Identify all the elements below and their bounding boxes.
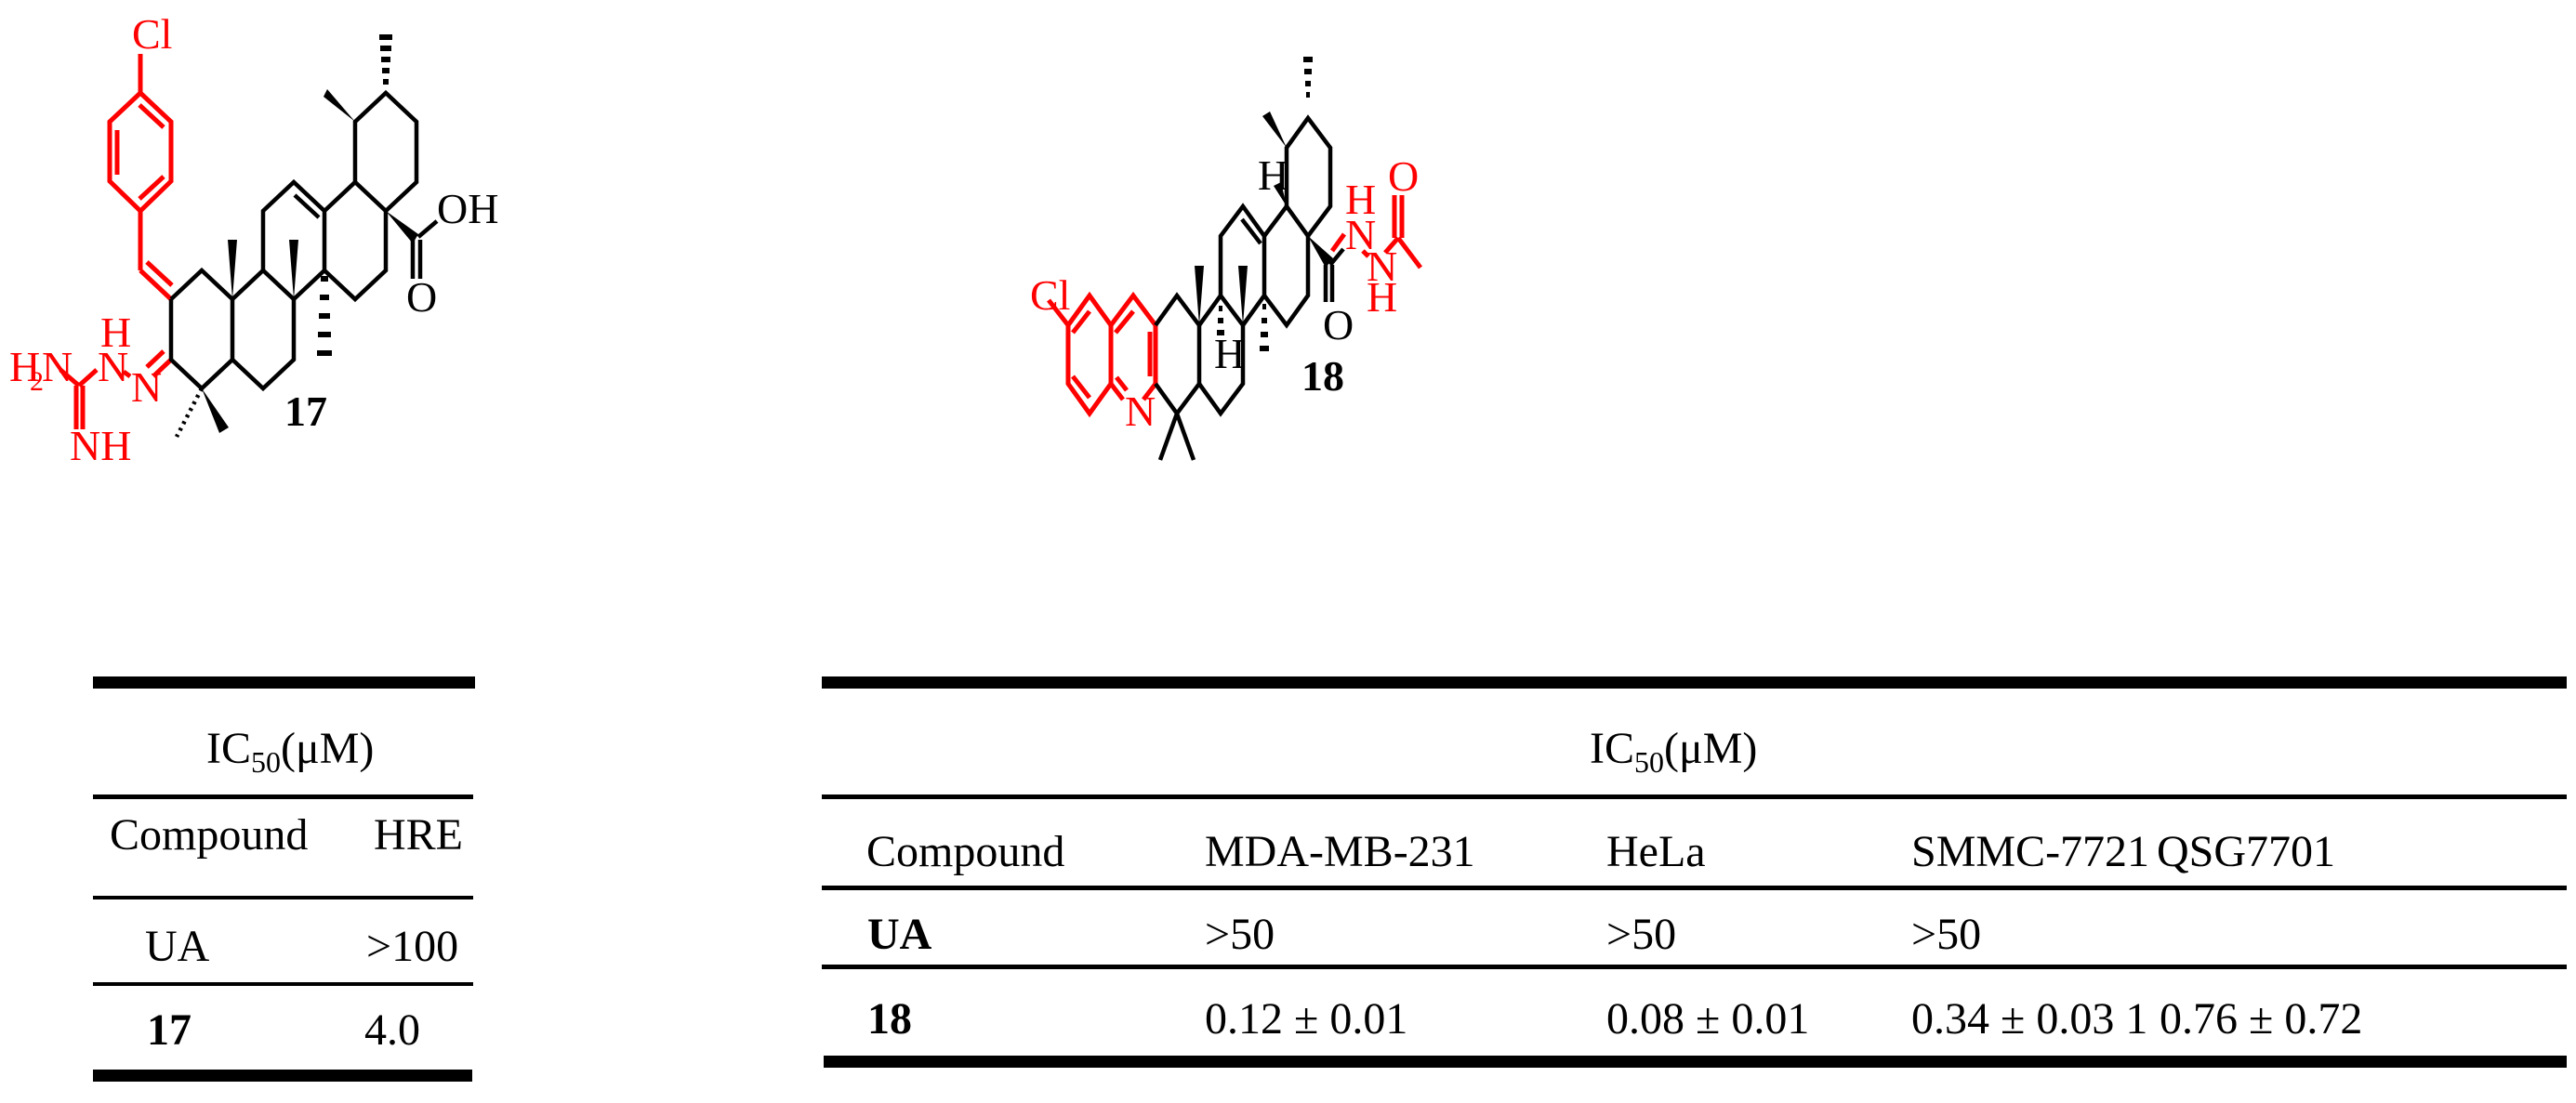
row-17-compound: 17 xyxy=(147,1005,192,1055)
hydrazide-n2-label: N xyxy=(1367,243,1397,290)
row-ua-compound: UA xyxy=(867,910,932,959)
compound-18-hashes xyxy=(1217,57,1313,351)
row-ua-hre: >100 xyxy=(366,922,459,971)
hydrazide-h2-label: H xyxy=(1367,273,1397,321)
table-bottom-rule xyxy=(824,1056,2567,1068)
compound-18-red-labels: Cl N H N N H O xyxy=(1030,152,1419,435)
row-ua-hela: >50 xyxy=(1606,910,1677,959)
nitrogen-label-17a: N xyxy=(98,343,128,390)
hydroxyl-label: OH xyxy=(437,185,498,232)
row-divider xyxy=(822,965,2567,969)
compound-18-red-quinoline xyxy=(1047,195,1422,418)
row-divider xyxy=(822,886,2567,890)
compound-17-black-labels: OH O 17 xyxy=(284,185,498,435)
compound-17-skeleton xyxy=(168,89,439,439)
compound-18-skeleton xyxy=(1154,114,1345,461)
amine-h-label: H xyxy=(9,343,40,390)
hydrogen-label-17: H xyxy=(100,309,131,356)
header-rule xyxy=(822,794,2567,799)
table-bottom-rule xyxy=(93,1070,472,1082)
column-header-mda-mb-231: MDA-MB-231 xyxy=(1205,827,1475,876)
chemical-structures: Cl H H 2 N N N NH xyxy=(9,10,1422,469)
row-18-hela: 0.08 ± 0.01 xyxy=(1606,994,1810,1044)
amide-oxygen-label: O xyxy=(1323,301,1354,348)
table-top-rule xyxy=(93,676,475,689)
column-header-hre: HRE xyxy=(374,810,463,860)
hydrazide-h1-label: H xyxy=(1345,176,1376,223)
compound-17-structure: Cl H H 2 N N N NH xyxy=(9,10,498,469)
table-caption: IC50(μM) xyxy=(206,724,375,779)
row-divider xyxy=(93,982,473,986)
table-caption: IC50(μM) xyxy=(1590,724,1758,779)
column-header-compound: Compound xyxy=(110,810,309,860)
table-top-rule xyxy=(822,676,2567,689)
row-18-compound: 18 xyxy=(867,994,912,1044)
column-header-compound: Compound xyxy=(866,827,1065,876)
compound-17-red-substituent xyxy=(59,54,174,429)
row-18-mda-mb-231: 0.12 ± 0.01 xyxy=(1205,994,1408,1044)
row-18-smmc-7721: 0.34 ± 0.03 1 xyxy=(1911,994,2148,1044)
carbonyl-oxygen-label-17: O xyxy=(406,273,437,321)
compound-17-hashes xyxy=(317,34,392,356)
compound-18-structure: Cl N H N N H O xyxy=(1030,57,1422,461)
hydrogen-label-18b: H xyxy=(1214,330,1245,377)
compound-17-wedges xyxy=(202,89,418,433)
imine-nh-label: NH xyxy=(70,422,131,469)
hydrazide-n1-label: N xyxy=(1345,211,1376,258)
chlorine-label-17: Cl xyxy=(132,10,172,58)
row-18-qsg7701: 0.76 ± 0.72 xyxy=(2160,994,2363,1044)
compound-18-wedges xyxy=(1195,112,1333,325)
column-header-smmc-7721: SMMC-7721 xyxy=(1911,827,2150,876)
acetyl-oxygen-label: O xyxy=(1388,152,1419,200)
amine-n-label: N xyxy=(42,343,73,390)
row-divider xyxy=(93,896,473,899)
column-header-hela: HeLa xyxy=(1606,827,1706,876)
nitrogen-label-17b: N xyxy=(131,363,162,411)
compound-18-number: 18 xyxy=(1301,352,1344,400)
hydrogen-label-18a: H xyxy=(1258,151,1288,199)
row-ua-smmc-7721: >50 xyxy=(1911,910,1982,959)
amine-subscript: 2 xyxy=(30,366,44,397)
compound-17-red-labels: Cl H H 2 N N N NH xyxy=(9,10,172,469)
compound-18-black-labels: H H O 18 xyxy=(1214,151,1354,400)
compound-17-number: 17 xyxy=(284,387,327,435)
header-rule xyxy=(93,794,473,799)
row-17-hre: 4.0 xyxy=(364,1005,420,1055)
row-ua-mda-mb-231: >50 xyxy=(1205,910,1275,959)
quinoline-n-label: N xyxy=(1125,387,1156,435)
row-ua-compound: UA xyxy=(145,922,210,971)
chlorine-label-18: Cl xyxy=(1030,271,1070,319)
column-header-qsg7701: QSG7701 xyxy=(2157,827,2336,876)
